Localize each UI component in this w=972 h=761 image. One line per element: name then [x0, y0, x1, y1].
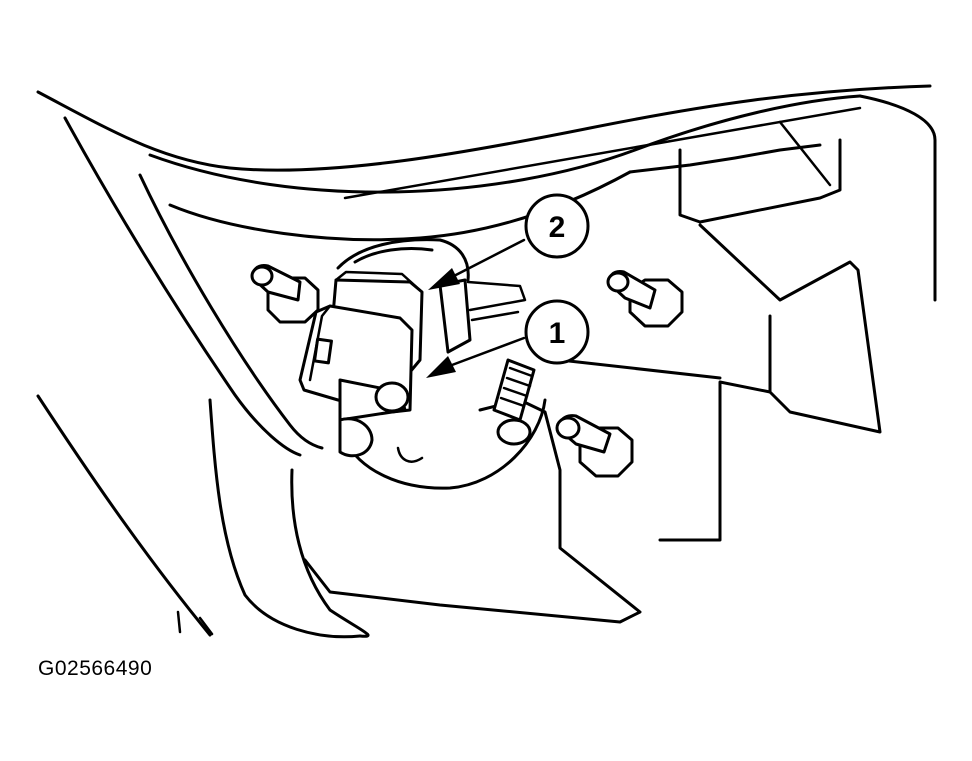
figure-id: G02566490	[38, 657, 153, 680]
sensor-connector-lower	[298, 304, 414, 458]
nut-right-upper	[606, 270, 684, 328]
sensor-bore	[336, 238, 547, 490]
callout-2-label: 2	[549, 211, 566, 244]
callout-1: 1	[426, 299, 590, 378]
nut-left	[250, 264, 320, 324]
callout-2: 2	[428, 193, 590, 290]
upper-housing	[36, 84, 937, 302]
threaded-adjuster	[492, 358, 536, 446]
callout-1-arrowhead	[426, 356, 456, 378]
callout-1-label: 1	[549, 317, 566, 350]
callout-2-arrowhead	[428, 268, 460, 290]
left-rod	[36, 116, 362, 639]
nut-right-lower	[555, 414, 634, 478]
mounting-bracket	[290, 120, 882, 638]
